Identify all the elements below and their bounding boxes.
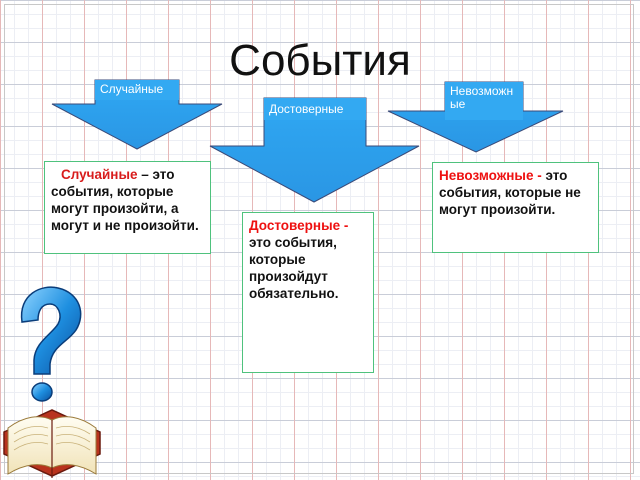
page-title: События bbox=[229, 36, 411, 85]
definition-box-certain: Достоверные - это события, которые произ… bbox=[242, 212, 374, 373]
definition-box-random: Случайные – это события, которые могут п… bbox=[44, 161, 211, 254]
definition-impossible: это события, которые не могут произойти. bbox=[439, 168, 581, 217]
definition-certain: это события, которые произойдут обязател… bbox=[249, 235, 339, 301]
arrow-random bbox=[51, 79, 223, 150]
arrow-label-random: Случайные bbox=[95, 80, 179, 100]
term-impossible: Невозможные - bbox=[439, 168, 542, 183]
term-random: Случайные bbox=[61, 167, 138, 182]
arrow-label-impossible: Невозможные bbox=[445, 82, 523, 120]
definition-box-impossible: Невозможные - это события, которые не мо… bbox=[432, 162, 599, 253]
arrow-certain bbox=[209, 97, 420, 203]
question-mark-book-icon bbox=[3, 286, 101, 478]
page-frame bbox=[4, 4, 634, 474]
term-certain: Достоверные - bbox=[249, 218, 349, 233]
arrow-label-certain: Достоверные bbox=[264, 98, 366, 120]
definition-random: – это события, которые могут произойти, … bbox=[51, 167, 199, 233]
